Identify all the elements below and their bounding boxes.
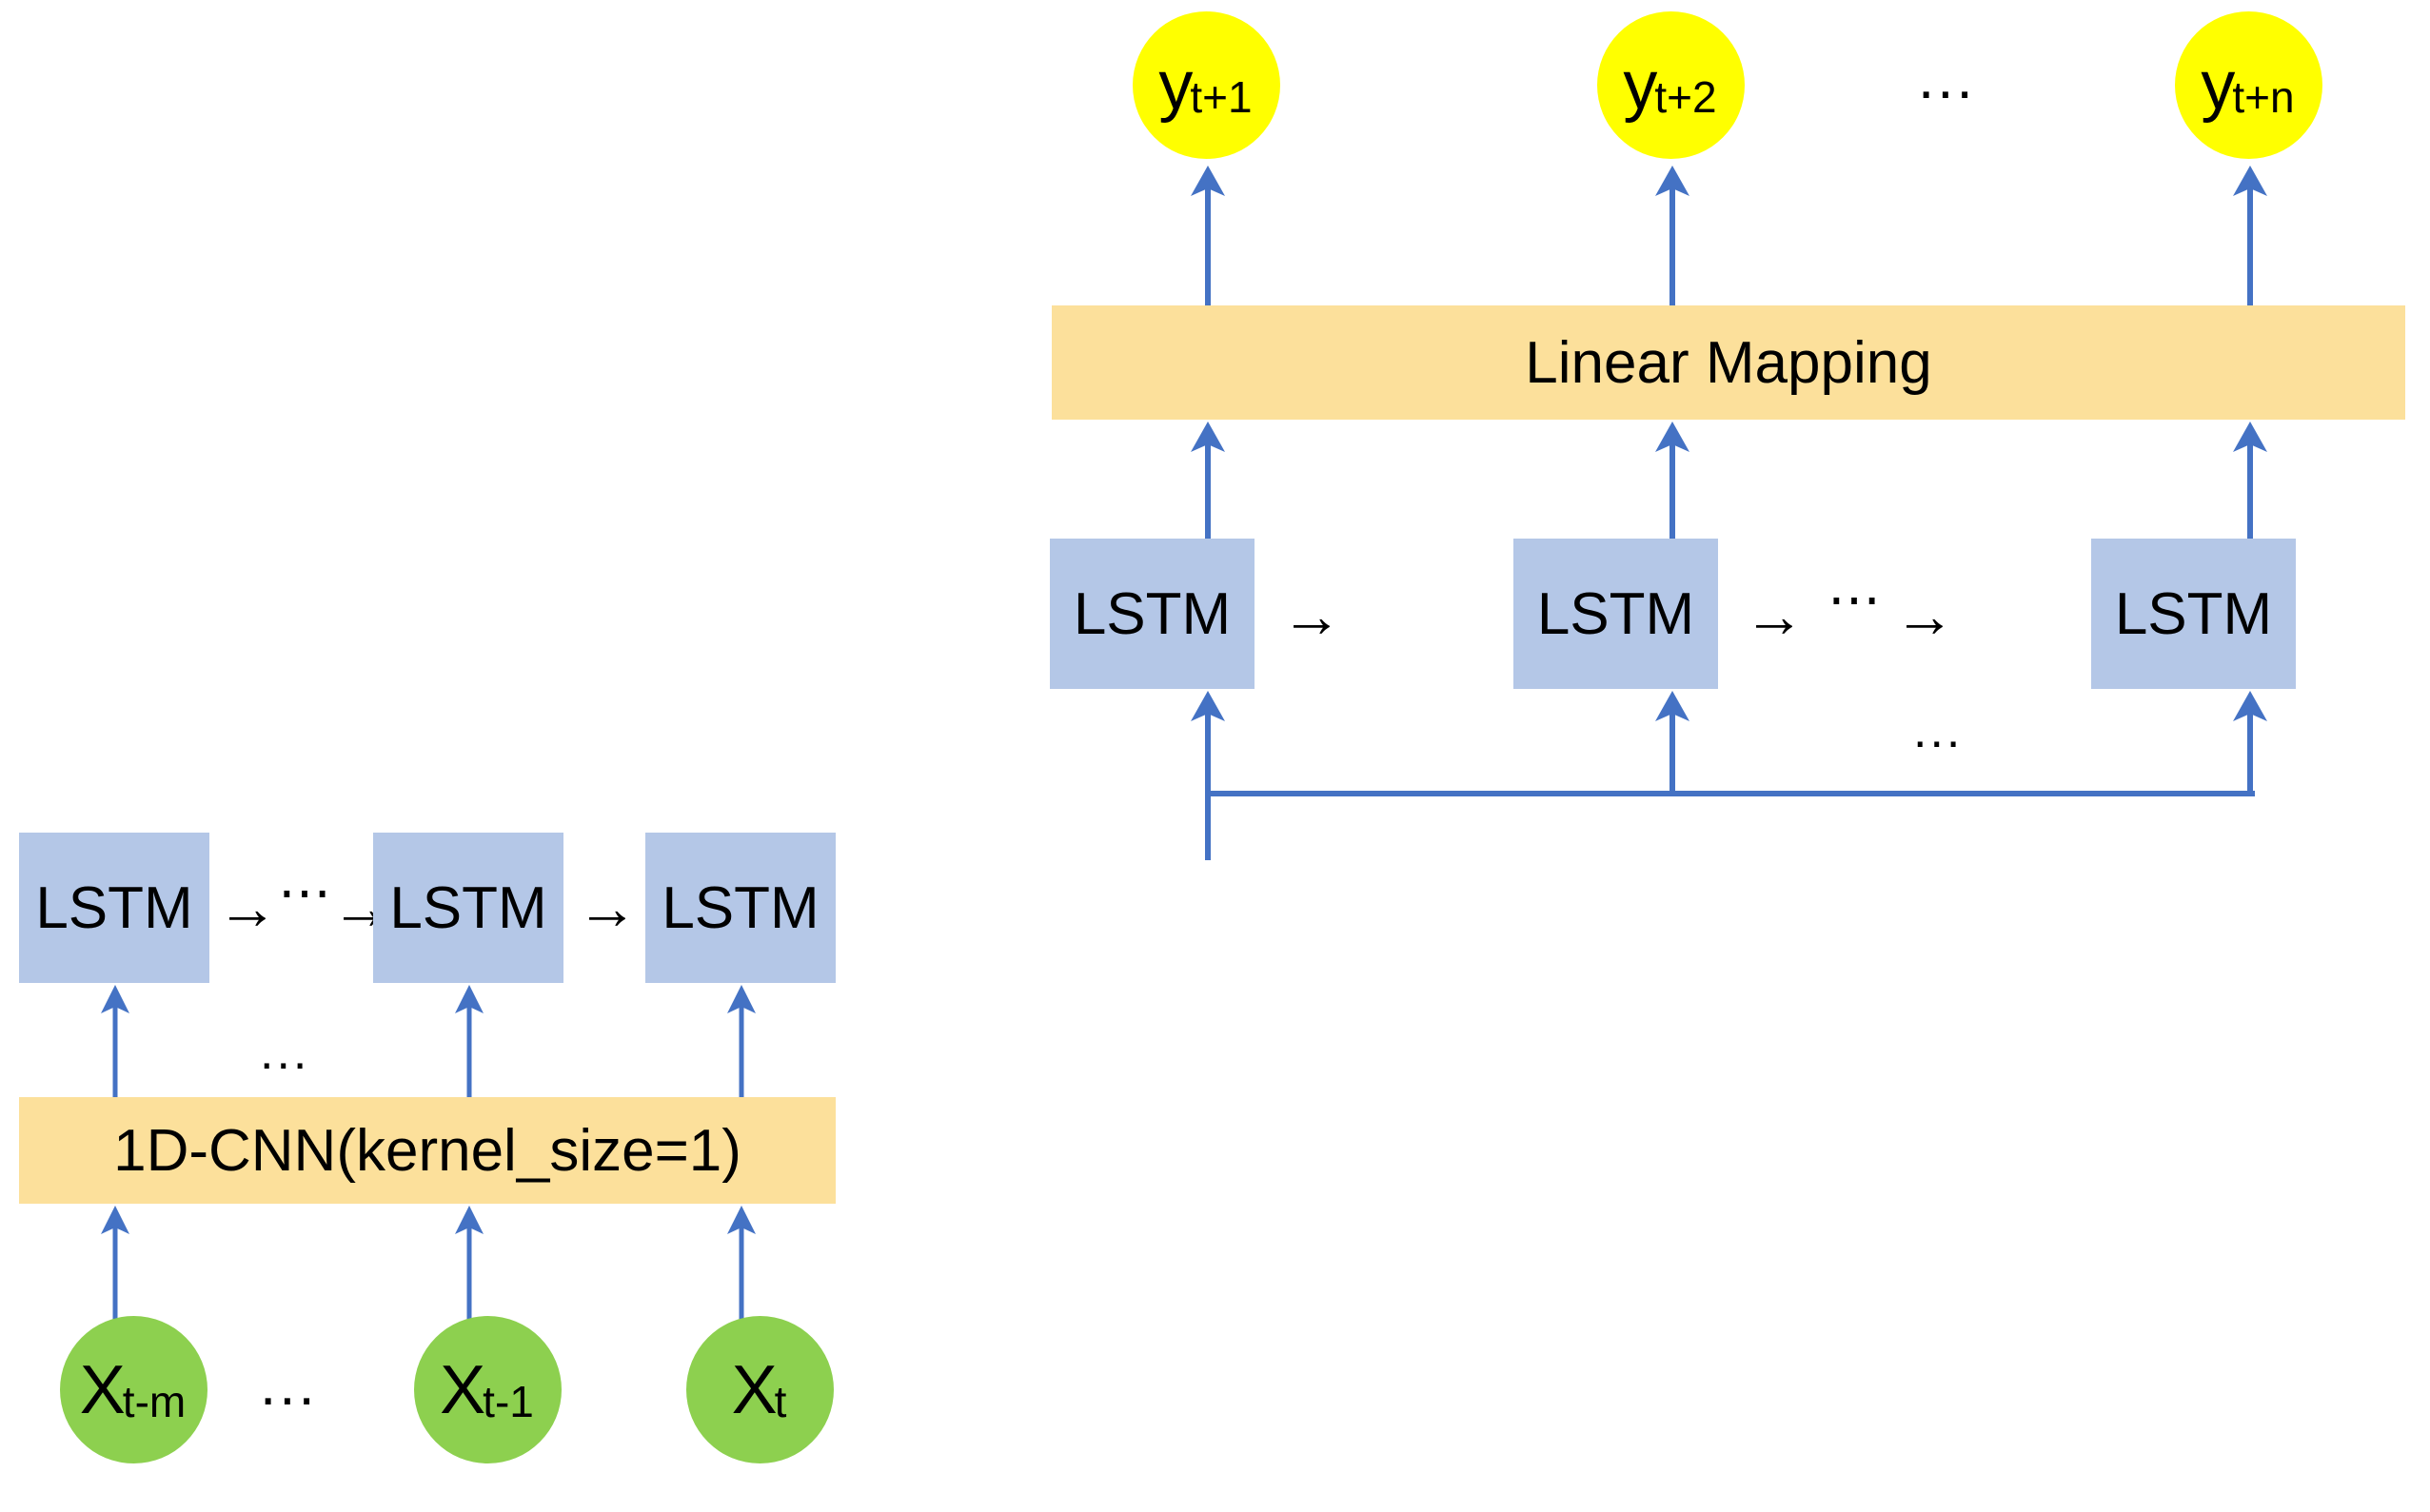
encoder-lstm-block-3: LSTM [645, 833, 836, 983]
cnn-bar: 1D-CNN(kernel_size=1) [19, 1097, 836, 1204]
output-row-ellipsis: ... [1918, 46, 1976, 111]
encoder-chain-arrow-2: → [577, 874, 638, 942]
linear-mapping-label: Linear Mapping [1525, 329, 1932, 396]
decoder-lstm-label: LSTM [1073, 580, 1232, 647]
arrow-input-xtm-to-cnn [101, 1206, 129, 1323]
decoder-lstm-block-n: LSTM [2091, 539, 2296, 689]
arrow-linearmapping-to-yn [2233, 166, 2267, 306]
encoder-lstm-label: LSTM [35, 874, 193, 941]
arrow-decoder-lstm-n-to-linearmapping [2233, 422, 2267, 543]
decoder-lstm-block-1: LSTM [1050, 539, 1255, 689]
output-node-base-label: y [1158, 47, 1193, 124]
cnn-label: 1D-CNN(kernel_size=1) [113, 1117, 741, 1184]
decoder-state-ellipsis: ... [1913, 703, 1964, 758]
input-node-subscript-label: t-m [122, 1376, 187, 1426]
arrow-cnn-to-encoder-lstm-1 [101, 985, 129, 1097]
decoder-lstm-label: LSTM [2114, 580, 2273, 647]
input-node-base-label: X [79, 1351, 126, 1428]
encoder-chain-arrow-1a: → [217, 874, 278, 942]
input-row-ellipsis: ... [260, 1352, 318, 1418]
encoder-chain-ellipsis: ⋯ [278, 862, 331, 922]
output-node-subscript-label: t+1 [1190, 71, 1253, 122]
arrow-decoder-lstm-2-to-linearmapping [1655, 422, 1689, 543]
input-node-subscript-label: t [774, 1376, 787, 1426]
encoder-column-ellipsis: ... [260, 1025, 310, 1080]
decoder-lstm-label: LSTM [1536, 580, 1695, 647]
decoder-chain-arrow-2a: → [1744, 581, 1805, 650]
arrow-cnn-to-encoder-lstm-2 [455, 985, 484, 1097]
encoder-lstm-block-2: LSTM [373, 833, 563, 983]
output-node-base-label: y [2201, 47, 2235, 124]
output-node-subscript-label: t+n [2232, 71, 2295, 122]
decoder-chain-arrow-1: → [1281, 581, 1342, 650]
arrow-linearmapping-to-y2 [1655, 166, 1689, 306]
arrow-input-xt-to-cnn [727, 1206, 756, 1323]
input-node-base-label: X [731, 1351, 778, 1428]
arrow-input-xt1-to-cnn [455, 1206, 484, 1323]
linear-mapping-bar: Linear Mapping [1052, 305, 2405, 420]
arrow-cnn-to-encoder-lstm-3 [727, 985, 756, 1097]
encoder-state-bus-connector [1191, 691, 2267, 860]
arrow-decoder-lstm-1-to-linearmapping [1191, 422, 1225, 543]
arrow-linearmapping-to-y1 [1191, 166, 1225, 306]
encoder-lstm-block-1: LSTM [19, 833, 209, 983]
decoder-lstm-block-2: LSTM [1513, 539, 1718, 689]
decoder-chain-arrow-2b: → [1894, 581, 1955, 650]
input-node-base-label: X [440, 1351, 485, 1428]
decoder-chain-ellipsis: ⋯ [1827, 569, 1881, 629]
input-node-subscript-label: t-1 [483, 1376, 534, 1426]
encoder-lstm-label: LSTM [389, 874, 547, 941]
encoder-lstm-label: LSTM [662, 874, 820, 941]
output-node-subscript-label: t+2 [1654, 71, 1717, 122]
output-node-base-label: y [1623, 47, 1657, 124]
